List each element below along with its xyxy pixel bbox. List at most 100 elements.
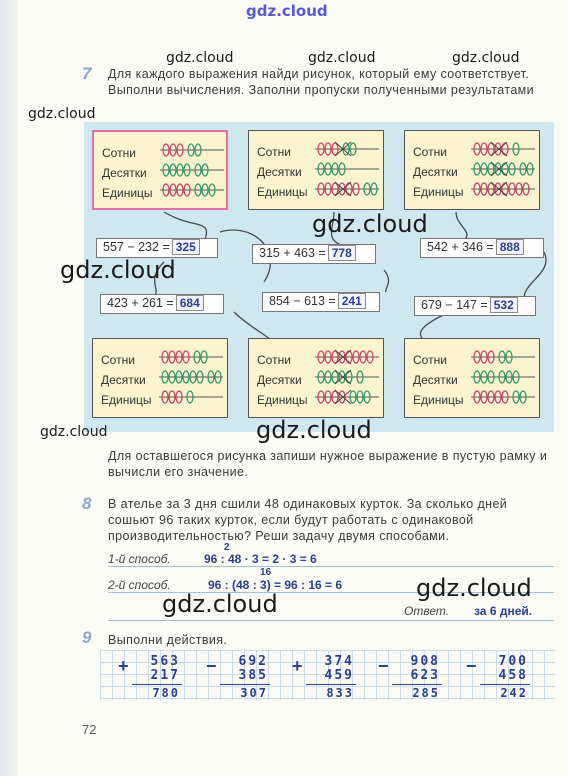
sum-line	[392, 684, 442, 685]
abacus-card-1: Сотни Десятки Единицы	[92, 130, 228, 210]
answer-box[interactable]: 684	[175, 295, 204, 311]
label-tens: Десятки	[101, 373, 146, 387]
task-8-number: 8	[82, 494, 92, 513]
sum-line	[306, 684, 356, 685]
abacus-card-5: Сотни Десятки Единицы	[248, 338, 384, 418]
abacus-icon	[315, 139, 379, 203]
label-tens: Десятки	[102, 166, 147, 180]
operand-a: 700	[498, 654, 528, 669]
label-units: Единицы	[101, 393, 152, 407]
answer-box[interactable]: 888	[495, 239, 524, 255]
way-1-solution[interactable]: 96 : 48 · 3 = 2 · 3 = 6	[204, 552, 317, 566]
label-units: Единицы	[413, 185, 464, 199]
task-7-number: 7	[82, 64, 92, 83]
label-tens: Десятки	[413, 373, 458, 387]
watermark: gdz.cloud	[416, 574, 532, 602]
page-number: 72	[82, 722, 97, 737]
result[interactable]: 285	[412, 686, 440, 700]
task-9-number: 9	[82, 628, 92, 647]
way-2-label: 2-й способ.	[108, 578, 171, 592]
operand-b: 623	[410, 668, 440, 683]
connector-lines	[151, 211, 547, 359]
sum-line	[480, 684, 530, 685]
abacus-card-2: Сотни Десятки Единицы	[248, 130, 384, 210]
label-units: Единицы	[413, 393, 464, 407]
sum-line	[220, 684, 270, 685]
expression-1: 557 − 232 =325	[96, 238, 218, 258]
label-units: Единицы	[102, 186, 153, 200]
sum-line	[132, 684, 182, 685]
operation-sign: +	[118, 656, 129, 676]
watermark: gdz.cloud	[60, 256, 176, 284]
result[interactable]: 307	[240, 686, 268, 700]
operand-a: 692	[238, 654, 268, 669]
expression-3: 542 + 346 =888	[420, 238, 544, 258]
operation-sign: −	[466, 656, 477, 676]
expression-4: 423 + 261 =684	[100, 294, 224, 314]
operand-a: 563	[150, 654, 180, 669]
watermark-top: gdz.cloud	[246, 2, 328, 20]
watermark: gdz.cloud	[452, 50, 520, 66]
answer-grid	[100, 650, 555, 700]
watermark: gdz.cloud	[40, 424, 108, 440]
abacus-icon	[315, 347, 379, 411]
answer-box[interactable]: 325	[171, 239, 200, 255]
rule-line	[108, 566, 554, 567]
label-hundreds: Сотни	[102, 146, 136, 160]
operand-b: 458	[498, 668, 528, 683]
rule-line	[108, 592, 554, 593]
answer-label: Ответ.	[404, 604, 450, 618]
task-9-text: Выполни действия.	[108, 633, 228, 647]
abacus-icon	[160, 140, 224, 204]
watermark: gdz.cloud	[312, 210, 428, 238]
abacus-icon	[471, 139, 535, 203]
way-1-annotation: 2	[224, 542, 230, 553]
answer-value[interactable]: за 6 дней.	[474, 604, 533, 618]
way-1-label: 1-й способ.	[108, 552, 171, 566]
operand-b: 459	[324, 668, 354, 683]
operand-b: 385	[238, 668, 268, 683]
label-hundreds: Сотни	[413, 145, 447, 159]
operand-b: 217	[150, 668, 180, 683]
label-hundreds: Сотни	[413, 353, 447, 367]
label-tens: Десятки	[413, 165, 458, 179]
task-7-note: Для оставшегося рисунка запиши нужное вы…	[108, 449, 548, 479]
label-tens: Десятки	[257, 373, 302, 387]
result[interactable]: 833	[326, 686, 354, 700]
expression-6: 679 − 147 =532	[414, 296, 536, 316]
rule-line	[108, 620, 554, 621]
way-2-annotation: 16	[260, 567, 272, 578]
label-units: Единицы	[257, 393, 308, 407]
answer-box[interactable]: 532	[489, 297, 518, 313]
result[interactable]: 242	[500, 686, 528, 700]
watermark: gdz.cloud	[308, 50, 376, 66]
page-edge	[0, 0, 18, 776]
answer-box[interactable]: 241	[337, 293, 366, 309]
operation-sign: −	[378, 656, 389, 676]
operation-sign: +	[292, 656, 303, 676]
watermark: gdz.cloud	[256, 416, 372, 444]
operand-a: 374	[324, 654, 354, 669]
label-hundreds: Сотни	[101, 353, 135, 367]
watermark: gdz.cloud	[166, 50, 234, 66]
label-hundreds: Сотни	[257, 353, 291, 367]
abacus-icon	[159, 347, 223, 411]
label-hundreds: Сотни	[257, 145, 291, 159]
task-8-text: В ателье за 3 дня сшили 48 одинаковых ку…	[108, 497, 508, 543]
abacus-card-6: Сотни Десятки Единицы	[404, 338, 540, 418]
task-7-text: Для каждого выражения найди рисунок, кот…	[108, 67, 535, 97]
label-units: Единицы	[257, 185, 308, 199]
watermark: gdz.cloud	[162, 590, 278, 618]
operand-a: 908	[410, 654, 440, 669]
result[interactable]: 780	[152, 686, 180, 700]
abacus-icon	[471, 347, 535, 411]
operation-sign: −	[206, 656, 217, 676]
way-2-solution[interactable]: 96 : (48 : 3) = 96 : 16 = 6	[208, 578, 343, 592]
abacus-card-4: Сотни Десятки Единицы	[92, 338, 228, 418]
answer-box[interactable]: 778	[327, 245, 356, 261]
expression-5: 854 − 613 =241	[262, 292, 380, 312]
expression-2: 315 + 463 =778	[252, 244, 376, 264]
abacus-card-3: Сотни Десятки Единицы	[404, 130, 540, 210]
watermark: gdz.cloud	[28, 106, 96, 122]
label-tens: Десятки	[257, 165, 302, 179]
